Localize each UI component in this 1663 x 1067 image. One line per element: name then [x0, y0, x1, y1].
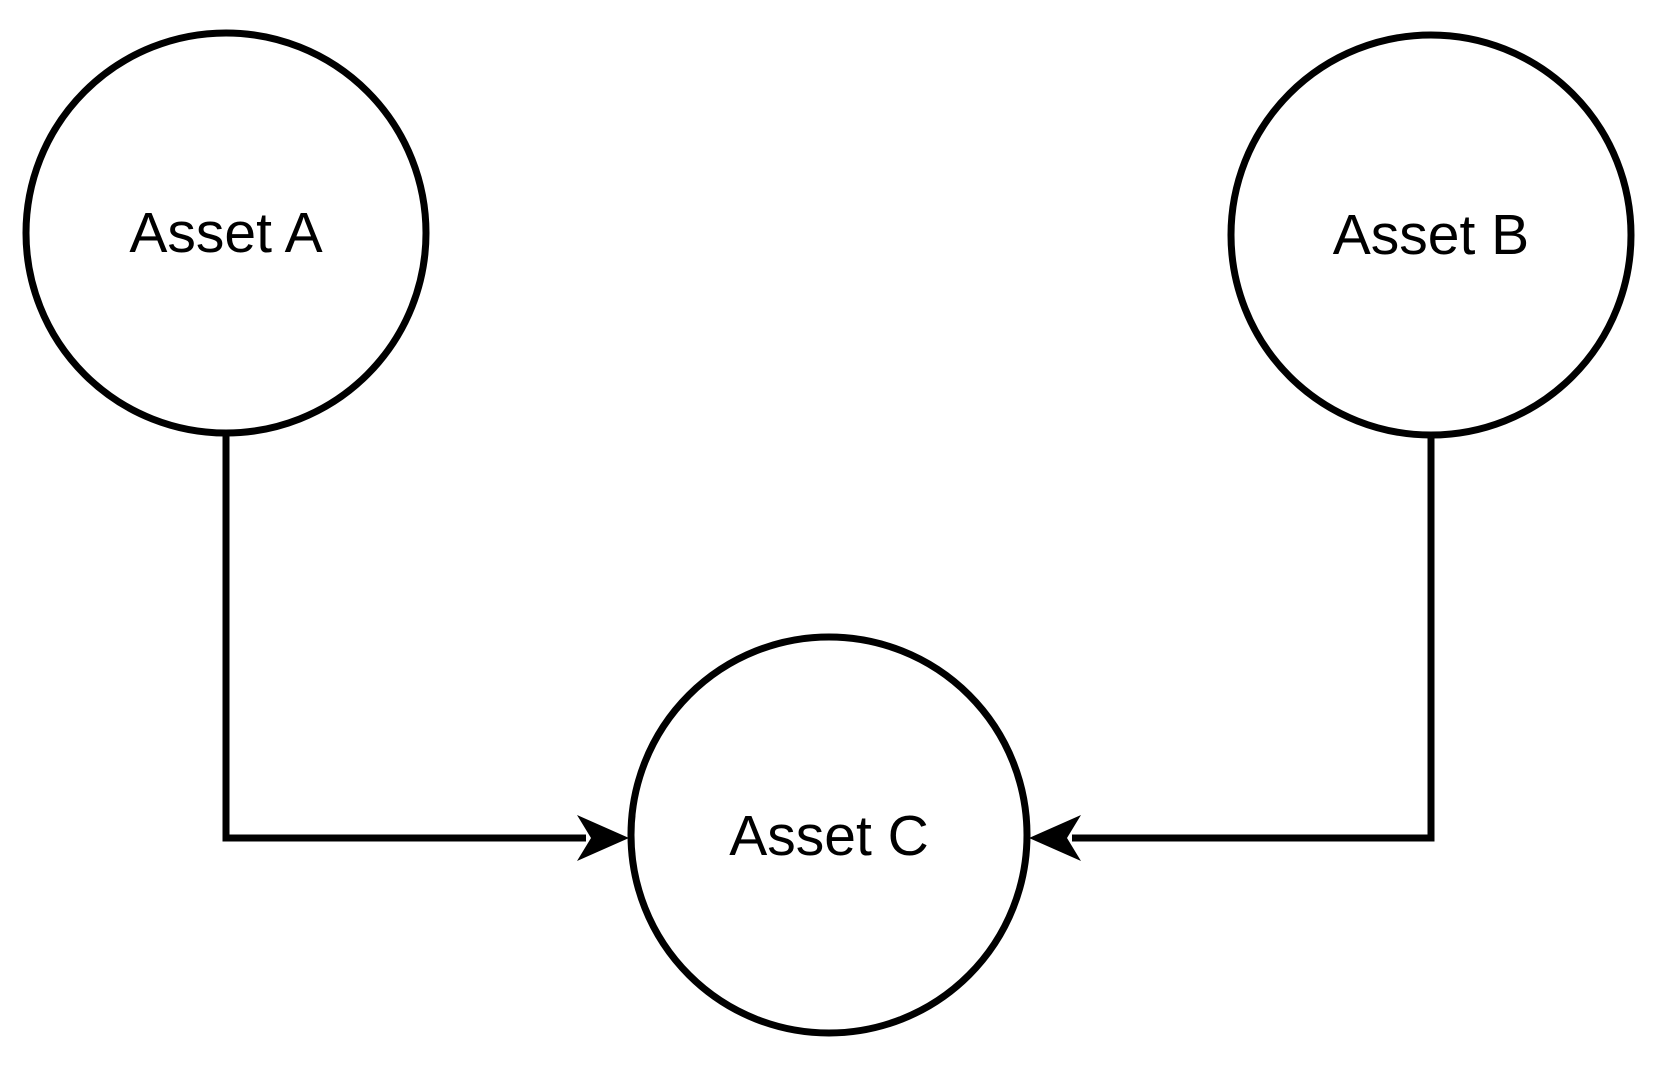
node-asset-a-label: Asset A	[129, 201, 322, 265]
node-asset-b: Asset B	[1227, 31, 1635, 439]
node-asset-c-circle	[627, 633, 1031, 1037]
edge-line-b-to-c	[1072, 438, 1435, 842]
arrowhead-into-asset-c-right	[1029, 815, 1081, 861]
node-asset-b-label: Asset B	[1333, 203, 1529, 267]
edge-asset-b-to-asset-c	[1029, 438, 1435, 861]
node-asset-c: Asset C	[627, 633, 1031, 1037]
node-asset-a-circle	[22, 29, 430, 437]
edge-asset-a-to-asset-c	[222, 436, 629, 861]
edge-line-a-to-c	[222, 436, 586, 842]
arrowhead-into-asset-c-left	[577, 815, 629, 861]
node-asset-b-circle	[1227, 31, 1635, 439]
node-asset-a: Asset A	[22, 29, 430, 437]
node-asset-c-label: Asset C	[729, 804, 929, 868]
